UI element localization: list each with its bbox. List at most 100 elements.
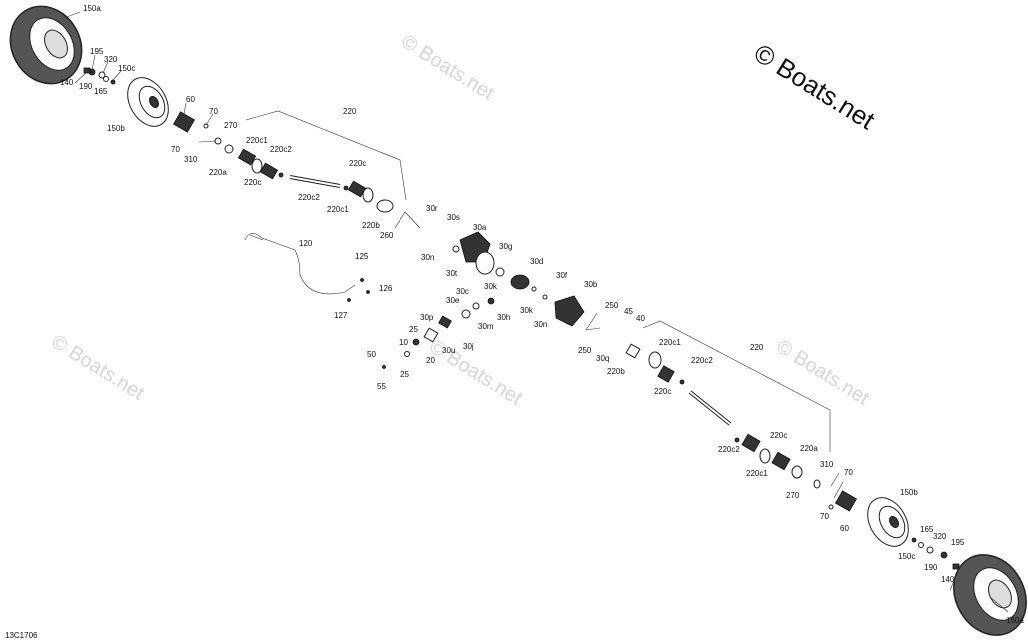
label-30s: 30s	[447, 213, 460, 222]
label-220c2: 220c2	[270, 145, 292, 154]
label-150a-b: 150a	[1006, 616, 1024, 625]
cable-icon	[244, 233, 370, 302]
label-260: 260	[380, 231, 394, 240]
small-parts-top	[83, 67, 234, 154]
label-70-c: 70	[844, 468, 853, 477]
label-140: 140	[60, 78, 74, 87]
label-30k-b: 30k	[520, 306, 534, 315]
label-10: 10	[399, 338, 408, 347]
label-30k: 30k	[484, 282, 498, 291]
label-220a: 220a	[209, 168, 227, 177]
label-220c2-d: 220c2	[718, 445, 740, 454]
label-70-d: 70	[820, 512, 829, 521]
label-45: 45	[624, 307, 633, 316]
label-55: 55	[377, 382, 386, 391]
label-220c1: 220c1	[246, 136, 268, 145]
label-150a: 150a	[83, 4, 101, 13]
axle-shaft-icon	[237, 148, 394, 213]
label-195-b: 195	[951, 538, 965, 547]
label-70b: 70	[171, 145, 180, 154]
label-30t: 30t	[446, 269, 458, 278]
label-220c-b: 220c	[349, 159, 366, 168]
label-30n-b: 30n	[534, 320, 547, 329]
part-labels: 150a 195 320 150c 140 190 165 150b 60 70…	[60, 4, 1024, 625]
rim-icon	[127, 77, 169, 127]
label-30q: 30q	[596, 354, 609, 363]
label-320: 320	[104, 55, 118, 64]
label-30b: 30b	[584, 280, 598, 289]
hub-icon	[173, 111, 195, 133]
label-127: 127	[334, 311, 348, 320]
label-30e: 30e	[446, 296, 460, 305]
hub-icon-right	[835, 490, 857, 512]
label-30u: 30u	[442, 346, 455, 355]
label-220c-c: 220c	[654, 387, 671, 396]
label-30g: 30g	[499, 242, 512, 251]
label-125: 125	[355, 252, 369, 261]
tire-icon-right	[953, 554, 1027, 636]
label-140-b: 140	[941, 575, 955, 584]
watermark-4: © Boats.net	[772, 336, 873, 410]
label-30h: 30h	[497, 313, 510, 322]
label-250-b: 250	[578, 346, 592, 355]
label-165: 165	[94, 87, 108, 96]
label-220c1-d: 220c1	[746, 469, 768, 478]
label-220c2-c: 220c2	[691, 356, 713, 365]
boot-icon	[625, 343, 821, 489]
watermark-2: © Boats.net	[47, 331, 148, 405]
label-60: 60	[186, 95, 195, 104]
tire-icon	[9, 5, 83, 85]
label-220b: 220b	[362, 221, 380, 230]
label-320-b: 320	[933, 532, 947, 541]
label-70: 70	[209, 107, 218, 116]
rim-icon-right	[867, 497, 909, 547]
label-30r: 30r	[426, 204, 438, 213]
label-270: 270	[224, 121, 238, 130]
input-gear-parts	[382, 297, 495, 369]
label-150b: 150b	[107, 124, 125, 133]
label-310: 310	[184, 155, 198, 164]
watermark-1: © Boats.net	[397, 31, 498, 105]
label-150b-b: 150b	[900, 488, 918, 497]
label-30a: 30a	[473, 223, 487, 232]
label-150c: 150c	[118, 64, 135, 73]
copyright-brand: © Boats.net	[749, 38, 881, 136]
label-190-b: 190	[924, 563, 938, 572]
label-60-b: 60	[840, 524, 849, 533]
label-310-b: 310	[820, 460, 834, 469]
assembly-brackets	[245, 110, 831, 452]
watermark-3: © Boats.net	[425, 336, 526, 410]
label-30m: 30m	[478, 322, 494, 331]
label-126: 126	[379, 284, 393, 293]
label-20: 20	[426, 356, 435, 365]
label-220c-d: 220c	[770, 431, 787, 440]
label-25-b: 25	[400, 370, 409, 379]
diagram-code: 13C1706	[5, 631, 38, 640]
watermark-layer: © Boats.net © Boats.net © Boats.net © Bo…	[47, 31, 873, 410]
label-50: 50	[367, 350, 376, 359]
label-25: 25	[409, 325, 418, 334]
differential-housing-icon	[452, 231, 585, 327]
label-250: 250	[605, 301, 619, 310]
label-150c-b: 150c	[898, 552, 915, 561]
label-30n: 30n	[421, 253, 434, 262]
label-270-b: 270	[786, 491, 800, 500]
label-220c: 220c	[244, 178, 261, 187]
label-190: 190	[79, 82, 93, 91]
label-220-b: 220	[750, 343, 764, 352]
label-220b-b: 220b	[607, 367, 625, 376]
label-220a-b: 220a	[800, 444, 818, 453]
label-30p: 30p	[420, 313, 434, 322]
label-220c1-b: 220c1	[327, 205, 349, 214]
label-195: 195	[90, 47, 104, 56]
label-30c: 30c	[456, 287, 469, 296]
label-30f: 30f	[556, 271, 568, 280]
label-120: 120	[299, 239, 313, 248]
label-220c2-b: 220c2	[298, 193, 320, 202]
label-220: 220	[343, 107, 357, 116]
label-220c1-c: 220c1	[659, 338, 681, 347]
small-parts-bottom	[828, 504, 960, 570]
label-30d: 30d	[530, 257, 543, 266]
leader-lines	[63, 11, 1009, 613]
